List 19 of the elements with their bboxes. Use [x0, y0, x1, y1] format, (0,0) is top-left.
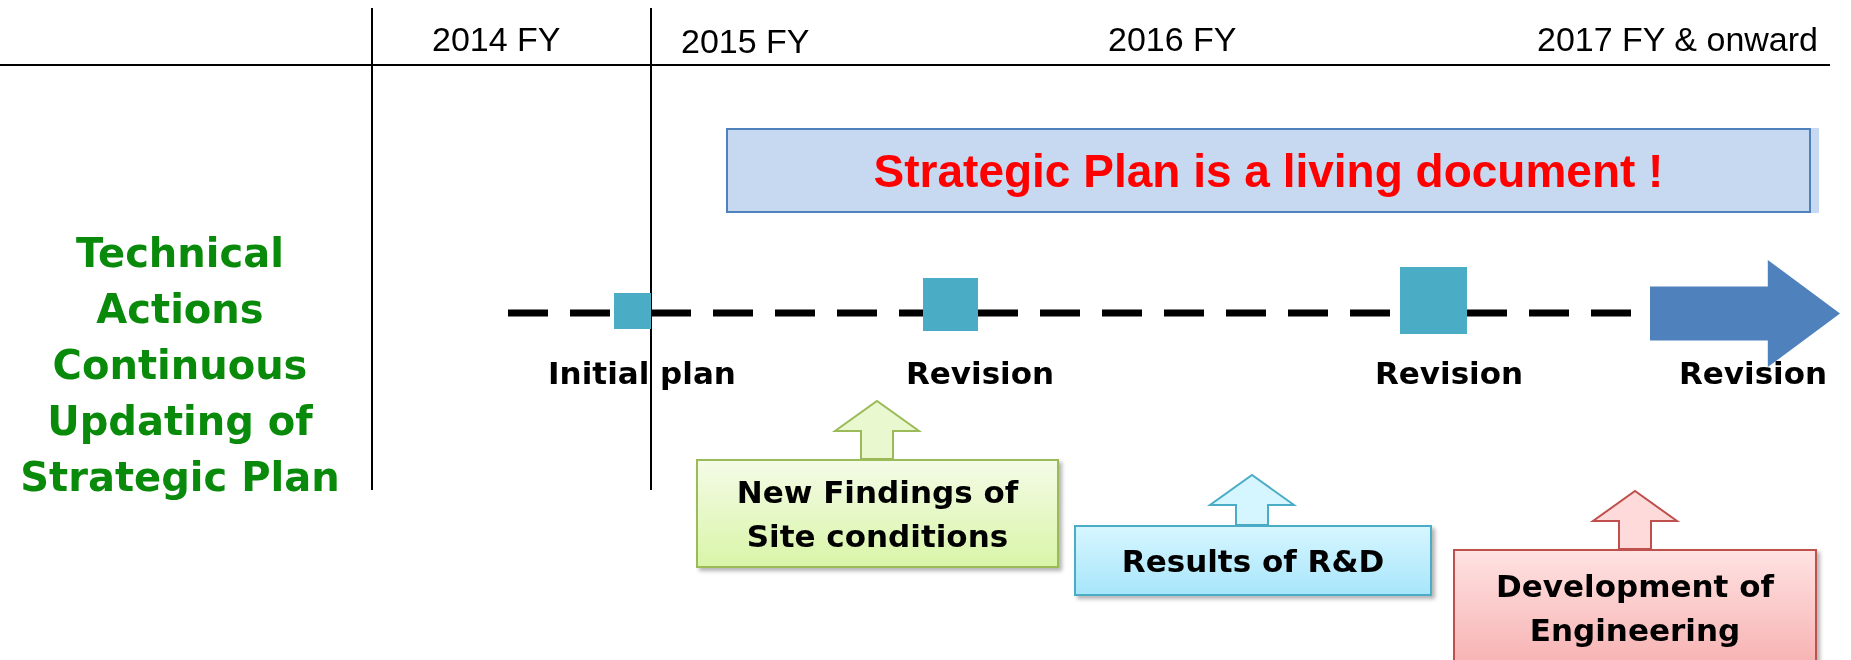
- year-label: 2015 FY: [681, 22, 810, 61]
- milestone-label: Revision: [1678, 355, 1828, 391]
- year-label: 2014 FY: [432, 20, 561, 59]
- milestone-label: Revision: [905, 355, 1055, 391]
- block-arrow: [831, 399, 923, 460]
- milestone-marker: [923, 278, 978, 331]
- callout-box: New Findings of Site conditions: [696, 459, 1059, 568]
- dashed-line: [651, 309, 923, 317]
- row-heading: Technical Actions Continuous Updating of Strategic Plan: [19, 229, 341, 502]
- milestone-marker: [614, 293, 651, 329]
- year-label: 2016 FY: [1108, 20, 1237, 59]
- year-label: 2017 FY & onward: [1537, 20, 1818, 59]
- milestone-label: Revision: [1374, 355, 1524, 391]
- block-arrow: [1589, 489, 1681, 550]
- block-arrow: [1206, 473, 1298, 526]
- callout-box: Results of R&D: [1074, 525, 1432, 596]
- milestone-label: Initial plan: [548, 355, 736, 391]
- milestone-marker: [1400, 267, 1467, 334]
- callout-box: Development of Engineering: [1453, 549, 1817, 660]
